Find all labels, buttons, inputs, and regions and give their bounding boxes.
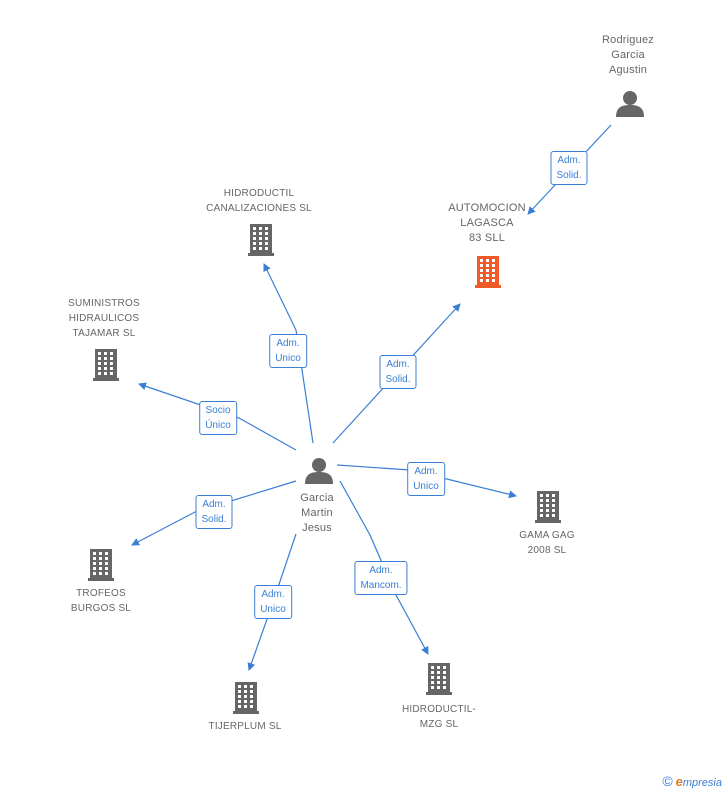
company-label-tijerplum[interactable]: TIJERPLUM SL: [208, 721, 282, 732]
edge-suministros: [138, 382, 297, 451]
relation-label-canalizaciones: Adm.Unico: [269, 334, 307, 368]
building-icon-tijerplum[interactable]: [233, 682, 259, 714]
relation-label-top: Adm.Solid.: [550, 151, 588, 185]
relation-label-mzg: Adm.Mancom.: [354, 561, 408, 595]
building-icon-trofeos-burgos[interactable]: [88, 549, 114, 581]
empresia-logo: ©empresia: [662, 773, 722, 789]
relation-label-lagasca: Adm.Solid.: [379, 355, 417, 389]
building-icon-automocion-lagasca[interactable]: [475, 256, 501, 288]
building-icon-gama-gag[interactable]: [535, 491, 561, 523]
edge-trofeos: [131, 480, 297, 546]
company-label-hidroductil-mzg[interactable]: HIDRODUCTIL-MZG SL: [401, 704, 477, 730]
building-icon-suministros-hidraulicos[interactable]: [93, 349, 119, 381]
center-person-icon[interactable]: [305, 458, 333, 484]
building-icon-hidroductil-mzg[interactable]: [426, 663, 452, 695]
top-person-icon[interactable]: [616, 91, 644, 117]
edge-canalizaciones: [263, 263, 314, 444]
relation-label-trofeos: Adm.Solid.: [195, 495, 233, 529]
relation-label-gama: Adm.Unico: [407, 462, 445, 496]
relation-label-tijerplum: Adm.Unico: [254, 585, 292, 619]
building-icon-hidroductil-canalizaciones[interactable]: [248, 224, 274, 256]
